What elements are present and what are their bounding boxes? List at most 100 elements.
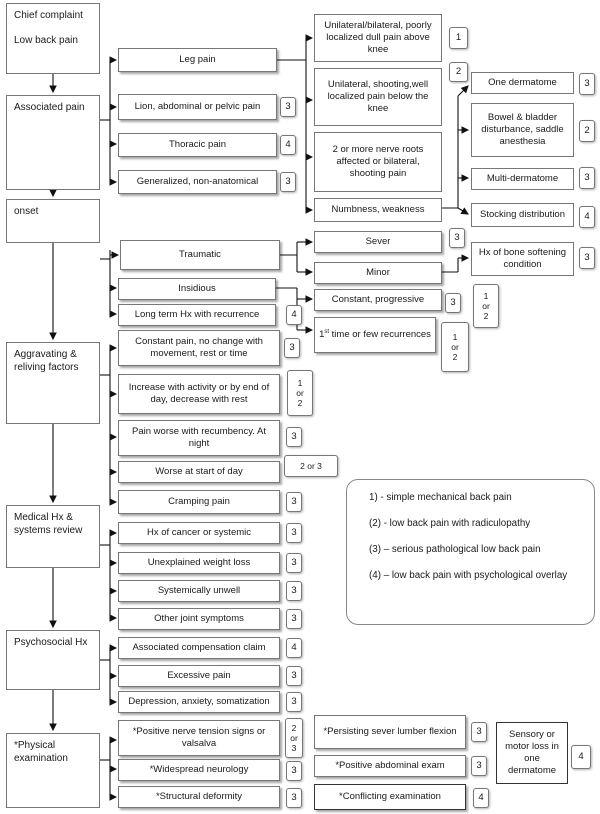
conflicting-exam-label: *Conflicting examination	[339, 791, 441, 803]
worse-start-score: 2 or 3	[284, 455, 338, 477]
low-back-pain-label: Low back pain	[14, 34, 78, 46]
generalized-pain-label: Generalized, non-anatomical	[136, 176, 259, 188]
aggravating-box: Aggravating & reliving factors	[6, 342, 100, 424]
insidious-label: Insidious	[178, 283, 216, 295]
minor-label: Minor	[366, 267, 390, 279]
abdominal-exam-box: *Positive abdominal exam	[314, 755, 466, 777]
joint-symptoms-label: Other joint symptoms	[154, 613, 244, 625]
first-time-score: 1 or 2	[441, 322, 469, 372]
recumbency-box: Pain worse with recumbency. At night	[118, 420, 280, 456]
minor-box: Minor	[314, 262, 442, 284]
long-term-box: Long term Hx with recurrence	[118, 304, 276, 326]
excessive-pain-score: 3	[286, 666, 302, 686]
lion-pain-label: Lion, abdominal or pelvic pain	[134, 101, 261, 113]
unilateral-shooting-label: Unilateral, shooting,well localized pain…	[327, 79, 429, 114]
bone-softening-label: Hx of bone softening condition	[478, 247, 567, 270]
first-time-score-a: 1	[452, 331, 458, 342]
sensory-motor-label: Sensory or motor loss in one dermatome	[505, 729, 559, 776]
unilateral-dull-box: Unilateral/bilateral, poorly localized d…	[314, 14, 442, 62]
numbness-label: Numbness, weakness	[331, 204, 425, 216]
nerve-tension-box: *Positive nerve tension signs or valsalv…	[118, 720, 280, 756]
increase-score-b: 2	[297, 398, 303, 409]
joint-symptoms-score: 3	[286, 609, 302, 629]
chief-complaint-label: Chief complaint	[14, 10, 83, 21]
leg-pain-box: Leg pain	[118, 48, 277, 72]
sensory-motor-box: Sensory or motor loss in one dermatome	[496, 722, 568, 784]
physical-exam-label: *Physical examination	[14, 740, 68, 764]
cramping-label: Cramping pain	[168, 496, 230, 508]
lumber-flexion-score: 3	[471, 722, 487, 742]
unwell-box: Systemically unwell	[118, 580, 280, 602]
depression-label: Depression, anxiety, somatization	[128, 696, 270, 708]
first-time-score-b: 2	[452, 352, 458, 363]
nerve-tension-score-a: 2	[291, 722, 297, 733]
cancer-score: 3	[286, 523, 302, 543]
one-dermatome-box: One dermatome	[471, 72, 574, 94]
psychosocial-box: Psychosocial Hx	[6, 630, 100, 690]
depression-score: 3	[286, 692, 302, 712]
chief-complaint-box: Chief complaint Low back pain	[6, 3, 100, 74]
multi-dermatome-score: 3	[579, 167, 595, 189]
sensory-motor-score: 4	[571, 745, 591, 769]
first-time-text: time or few recurrences	[329, 329, 431, 341]
structural-box: *Structural deformity	[118, 786, 280, 808]
legend-item-4: (4) – low back pain with psychological o…	[369, 570, 568, 581]
associated-pain-box: Associated pain	[6, 95, 100, 190]
medical-hx-box: Medical Hx & systems review	[6, 505, 100, 568]
structural-label: *Structural deformity	[155, 791, 243, 803]
excessive-pain-box: Excessive pain	[118, 665, 280, 687]
cramping-score: 3	[286, 492, 302, 512]
structural-score: 3	[286, 788, 302, 808]
one-dermatome-label: One dermatome	[488, 77, 557, 89]
aggravating-label: Aggravating & reliving factors	[14, 349, 79, 373]
bowel-bladder-label: Bowel & bladder disturbance, saddle anes…	[481, 112, 564, 147]
nerve-tension-label: *Positive nerve tension signs or valsalv…	[132, 726, 266, 749]
stocking-box: Stocking distribution	[471, 203, 574, 227]
increase-score-or: or	[296, 387, 304, 398]
constant-pain-score: 3	[284, 338, 300, 358]
unilateral-shooting-score: 2	[449, 62, 468, 82]
unwell-label: Systemically unwell	[157, 585, 241, 597]
thoracic-pain-label: Thoracic pain	[168, 139, 227, 151]
nerve-roots-label: 2 or more nerve roots affected or bilate…	[332, 144, 424, 179]
medical-hx-label: Medical Hx & systems review	[14, 512, 83, 536]
cancer-box: Hx of cancer or systemic	[118, 522, 280, 544]
legend-item-1: 1) - simple mechanical back pain	[369, 492, 512, 503]
legend-item-3: (3) – serious pathological low back pain	[369, 544, 541, 555]
abdominal-exam-score: 3	[471, 756, 487, 776]
lion-pain-score: 3	[280, 97, 296, 117]
physical-exam-box: *Physical examination	[6, 733, 100, 808]
stocking-label: Stocking distribution	[479, 209, 566, 221]
nerve-roots-box: 2 or more nerve roots affected or bilate…	[314, 132, 442, 192]
conflicting-exam-score: 4	[473, 788, 489, 808]
first-time-label: 1st time or few recurrences	[319, 329, 431, 341]
nerve-tension-score: 2 or 3	[285, 718, 303, 758]
onset-side-score-b: 2	[483, 311, 489, 322]
bowel-bladder-score: 2	[579, 120, 595, 142]
onset-side-score: 1 or 2	[473, 284, 499, 328]
unwell-score: 3	[286, 581, 302, 601]
stocking-score: 4	[579, 206, 595, 228]
recumbency-score: 3	[286, 427, 302, 447]
unilateral-dull-score: 1	[449, 27, 468, 49]
nerve-tension-score-b: 3	[291, 743, 297, 754]
onset-side-score-a: 1	[483, 290, 489, 301]
abdominal-exam-label: *Positive abdominal exam	[335, 760, 445, 772]
increase-activity-box: Increase with activity or by end of day,…	[118, 374, 280, 414]
compensation-score: 4	[286, 638, 302, 658]
psychosocial-label: Psychosocial Hx	[14, 637, 88, 648]
conflicting-exam-box: *Conflicting examination	[314, 784, 466, 810]
lumber-flexion-label: *Persisting sever lumber flexion	[323, 726, 457, 738]
increase-score-a: 1	[297, 377, 303, 388]
depression-box: Depression, anxiety, somatization	[118, 691, 280, 713]
first-time-sup: st	[324, 328, 330, 335]
widespread-box: *Widespread neurology	[118, 759, 280, 781]
first-time-num: 1	[319, 329, 325, 341]
worse-start-box: Worse at start of day	[118, 461, 280, 483]
unilateral-shooting-box: Unilateral, shooting,well localized pain…	[314, 68, 442, 126]
multi-dermatome-label: Multi-dermatome	[486, 173, 559, 185]
weight-loss-box: Unexplained weight loss	[118, 552, 280, 574]
long-term-label: Long term Hx with recurrence	[134, 309, 260, 321]
long-term-score: 4	[286, 305, 302, 325]
